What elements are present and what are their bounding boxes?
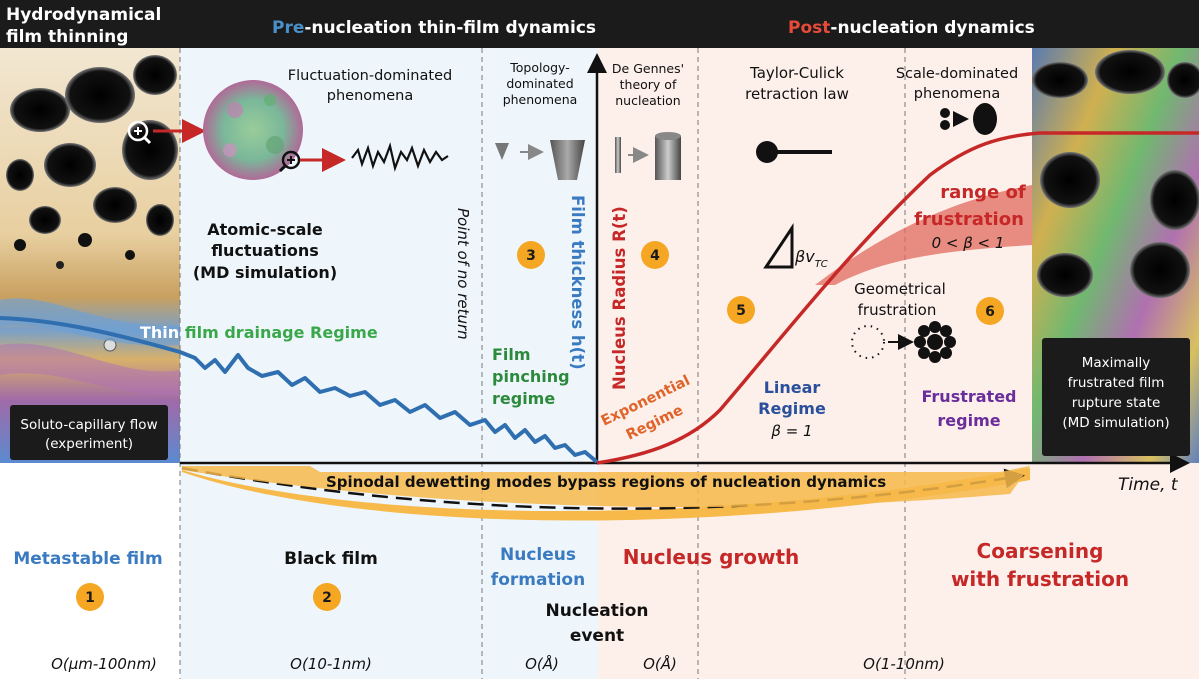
stage-coarsening-1: Coarsening xyxy=(977,539,1104,563)
svg-text:1: 1 xyxy=(85,590,95,606)
atomic-3: (MD simulation) xyxy=(193,263,337,282)
coalescence-icon xyxy=(940,103,997,135)
max-2: frustrated film xyxy=(1068,375,1165,391)
max-1: Maximally xyxy=(1082,355,1151,371)
scale-label-5: O(1-10nm) xyxy=(863,655,945,673)
range-frustration-2: frustration xyxy=(914,209,1024,230)
nucleus-radius-label: Nucleus Radius R(t) xyxy=(610,206,629,390)
beta-one: β = 1 xyxy=(770,422,812,440)
scale-2: phenomena xyxy=(914,86,1001,102)
frustrated-2: regime xyxy=(937,411,1000,430)
degennes-2: theory of xyxy=(620,77,677,92)
maximally-frustrated-box: Maximally frustrated film rupture state … xyxy=(1042,338,1190,456)
spinodal-bypass-band xyxy=(181,466,1030,521)
cylinder-icon xyxy=(655,132,681,180)
svg-text:3: 3 xyxy=(526,248,536,264)
atomic-2: fluctuations xyxy=(211,241,319,260)
degennes-1: De Gennes' xyxy=(612,61,684,76)
taylor-2: retraction law xyxy=(745,85,849,103)
stage-nucleus-formation-1: Nucleus xyxy=(500,545,576,565)
pinch-1: Film xyxy=(492,345,531,364)
soluto-1: Soluto-capillary flow xyxy=(20,417,157,433)
fluct-title-2: phenomena xyxy=(327,88,414,104)
stage-dividers xyxy=(179,48,906,679)
thin-film-drainage-label: Thin film drainage Regime xyxy=(140,323,378,342)
max-4: (MD simulation) xyxy=(1062,415,1169,431)
topo-2: dominated xyxy=(506,76,573,91)
fluctuation-signal-icon xyxy=(351,142,449,172)
stage-nucleation-event-2: event xyxy=(570,626,624,646)
fluct-title-1: Fluctuation-dominated xyxy=(288,68,452,84)
nucleus-growth-curve xyxy=(596,131,1199,465)
svg-text:5: 5 xyxy=(736,303,746,319)
scale-label-4: O(Å) xyxy=(643,654,677,673)
svg-text:4: 4 xyxy=(650,248,660,264)
badge-2: 2 xyxy=(313,583,341,611)
header-post-nucleation: Post-nucleation dynamics xyxy=(788,18,1035,38)
flower-icon xyxy=(914,321,956,363)
scale-label-3: O(Å) xyxy=(525,654,559,673)
linear-1: Linear xyxy=(764,378,821,397)
stage-coarsening-2: with frustration xyxy=(951,567,1129,591)
soluto-capillary-box: Soluto-capillary flow (experiment) xyxy=(10,405,168,460)
header-pre-nucleation: Pre-nucleation thin-film dynamics xyxy=(272,18,596,38)
scale-1: Scale-dominated xyxy=(896,66,1018,82)
dotted-ring-icon xyxy=(851,325,885,359)
atomic-1: Atomic-scale xyxy=(207,220,323,239)
spinodal-label: Spinodal dewetting modes bypass regions … xyxy=(326,473,886,491)
slope-triangle-icon xyxy=(763,223,794,269)
pinch-3: regime xyxy=(492,389,555,408)
badge-3: 3 xyxy=(517,241,545,269)
geo-2: frustration xyxy=(858,301,937,319)
degennes-3: nucleation xyxy=(615,93,681,108)
taylor-1: Taylor-Culick xyxy=(749,64,844,82)
md-simulation-disk xyxy=(203,80,303,180)
stage-metastable: Metastable film xyxy=(13,549,162,569)
frustrated-1: Frustrated xyxy=(922,387,1017,406)
point-of-no-return: Point of no return xyxy=(454,208,472,340)
funnel-icon xyxy=(550,140,585,180)
cone-icon xyxy=(495,143,509,160)
stage-nucleation-event-1: Nucleation xyxy=(546,601,649,621)
header-col1-line1: Hydrodynamical xyxy=(6,5,161,25)
beta-range: 0 < β < 1 xyxy=(932,234,1005,252)
film-thickness-curve xyxy=(0,316,599,464)
soluto-2: (experiment) xyxy=(45,436,133,452)
max-3: rupture state xyxy=(1072,395,1161,411)
time-axis-label: Time, t xyxy=(1118,475,1179,495)
frustration-range-region xyxy=(815,185,1032,285)
range-frustration-1: range of xyxy=(940,182,1026,203)
pinch-2: pinching xyxy=(492,367,570,386)
beta-v-label: βvTC xyxy=(794,247,828,270)
magnifier-icon xyxy=(278,150,301,173)
header-col1-line2: film thinning xyxy=(6,27,128,47)
geo-1: Geometrical xyxy=(854,280,946,298)
header-bar xyxy=(0,0,1199,48)
retraction-rim-icon xyxy=(756,141,832,163)
topo-1: Topology- xyxy=(509,60,570,75)
badge-5: 5 xyxy=(727,296,755,324)
badge-6: 6 xyxy=(976,297,1004,325)
scale-label-2: O(10-1nm) xyxy=(290,655,372,673)
soluto-capillary-film-image xyxy=(0,48,180,463)
badge-1: 1 xyxy=(76,583,104,611)
stage-black: Black film xyxy=(284,549,378,569)
magnifier-icon xyxy=(127,120,152,145)
scale-label-1: O(μm-100nm) xyxy=(51,655,157,673)
film-thickness-label: Film thickness h(t) xyxy=(568,195,587,370)
stage-nucleus-growth: Nucleus growth xyxy=(623,545,800,569)
badge-4: 4 xyxy=(641,241,669,269)
linear-2: Regime xyxy=(758,399,826,418)
topo-3: phenomena xyxy=(503,92,578,107)
thin-cylinder-icon xyxy=(615,137,621,173)
svg-text:2: 2 xyxy=(322,590,332,606)
svg-text:6: 6 xyxy=(985,304,995,320)
stage-nucleus-formation-2: formation xyxy=(491,570,585,590)
